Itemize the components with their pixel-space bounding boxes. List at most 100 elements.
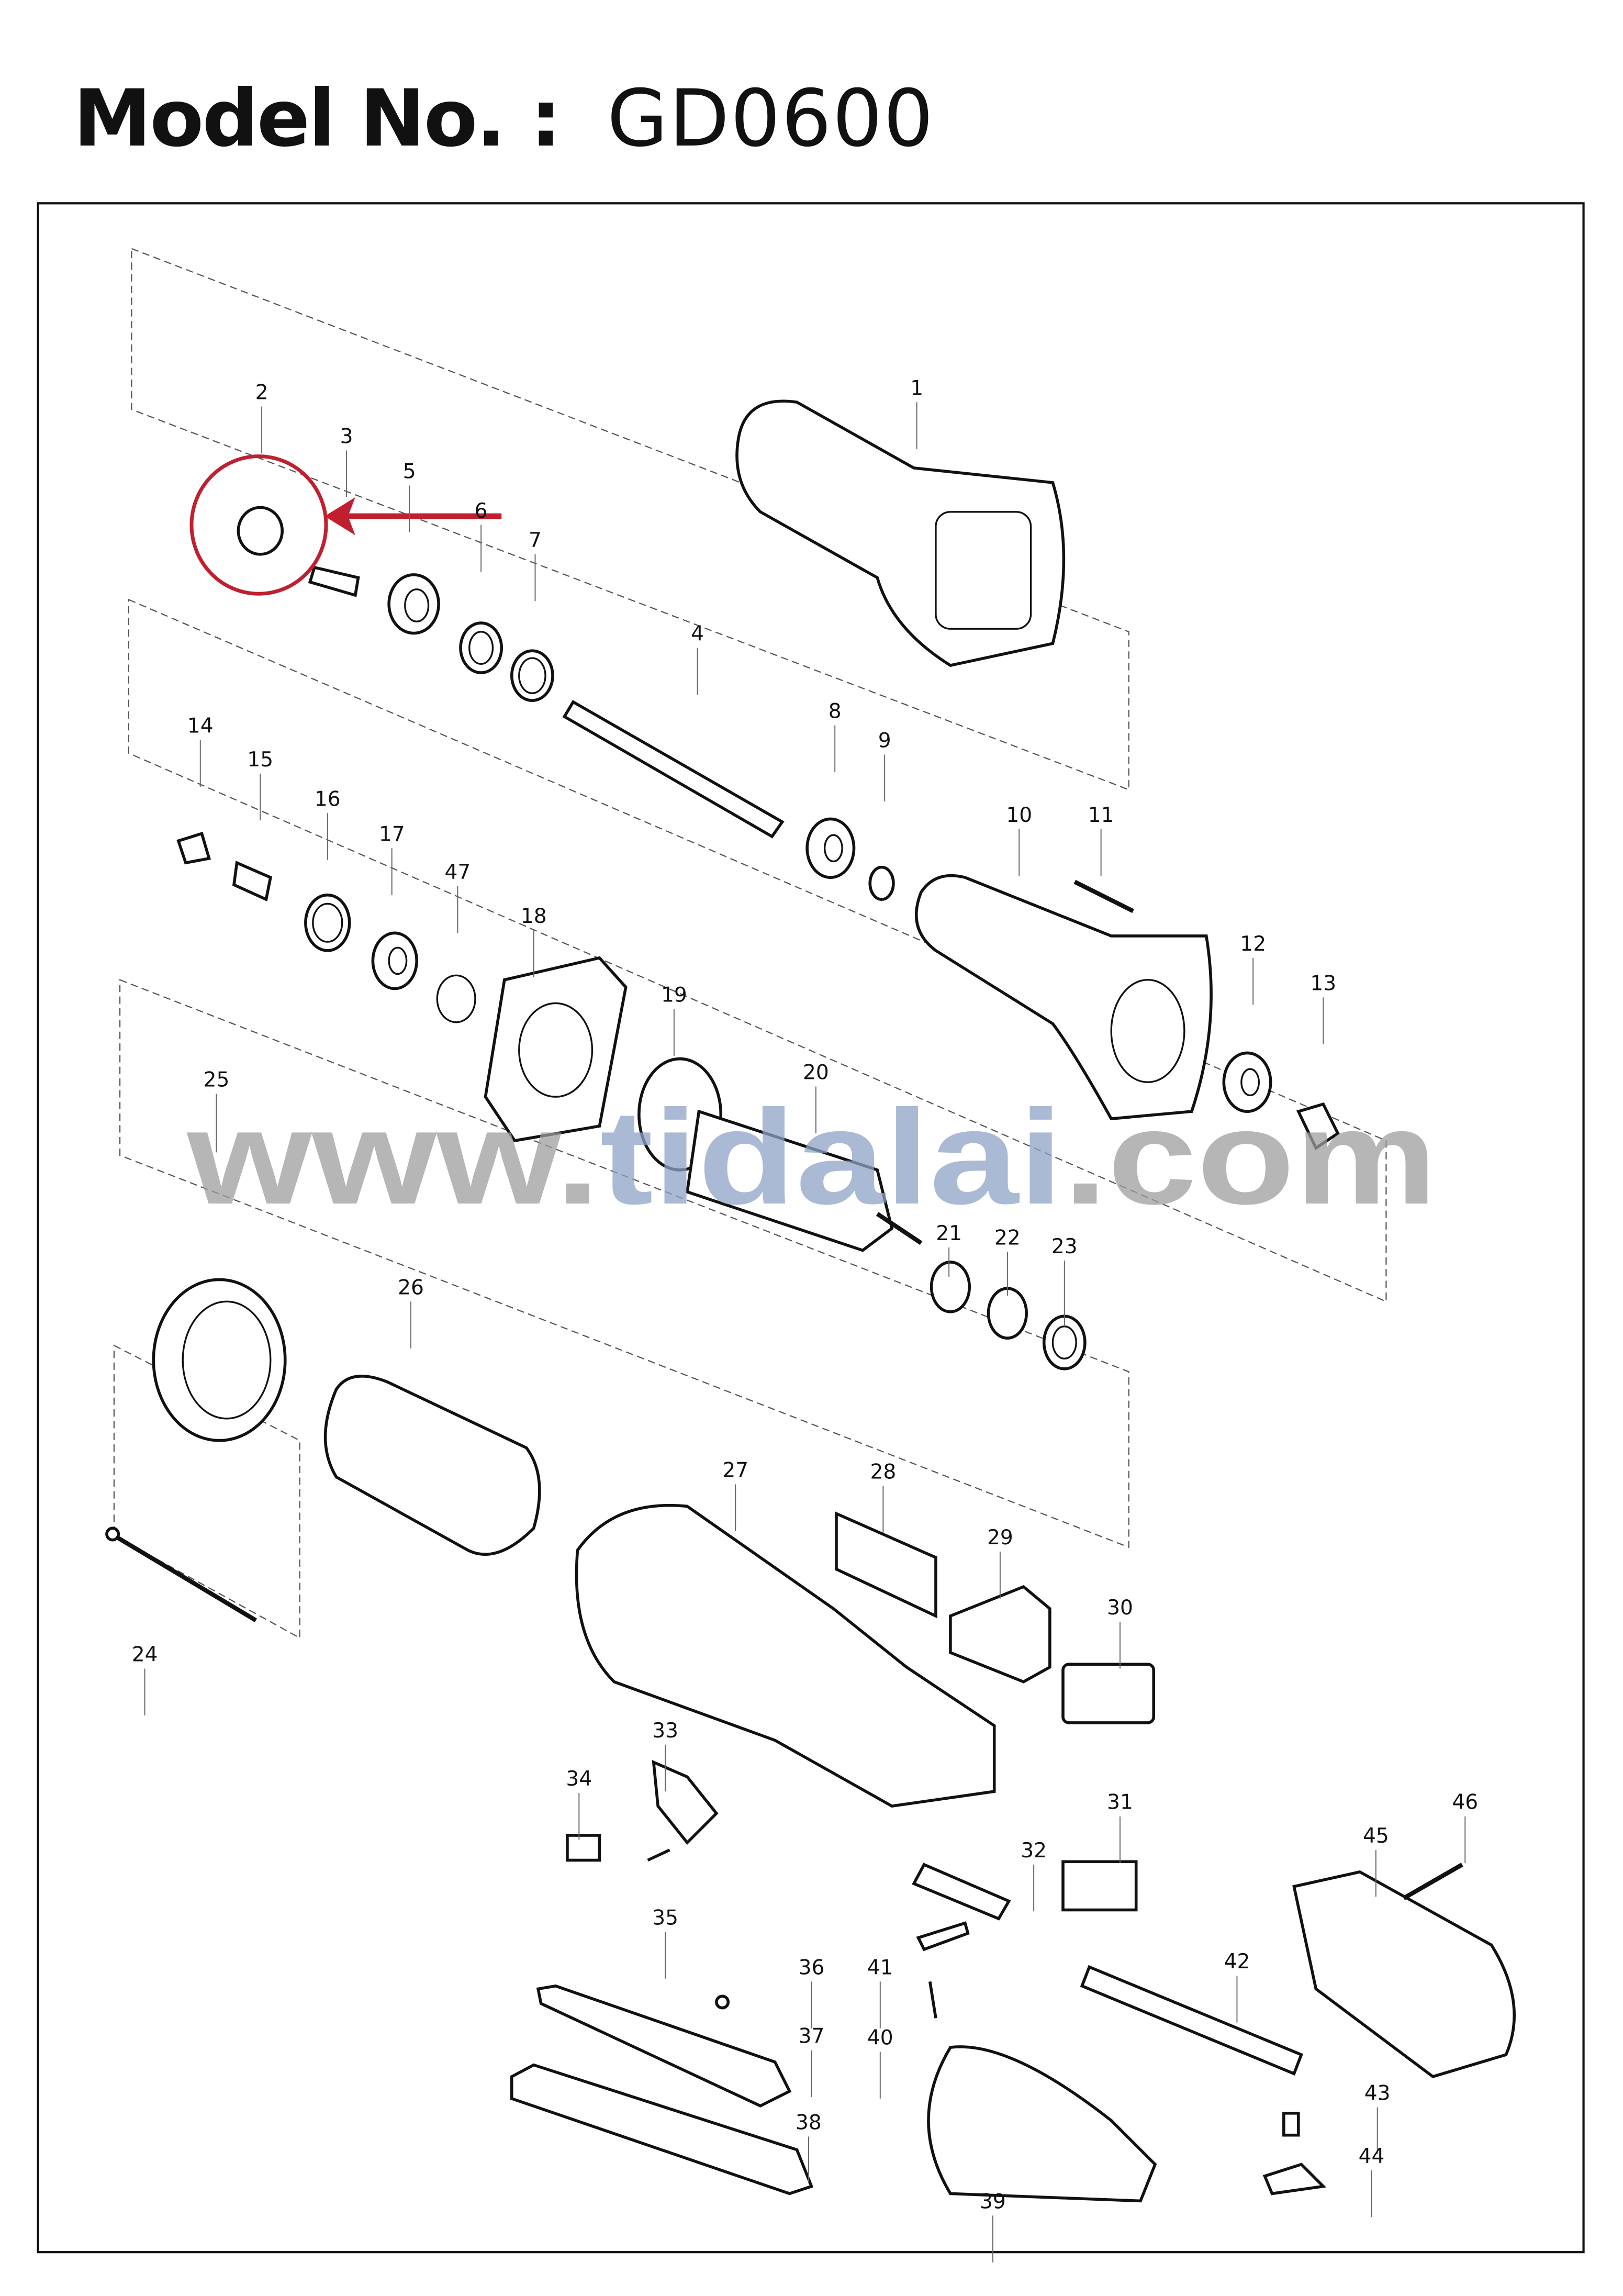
part-label-1: 1 [910, 376, 923, 400]
part-9-ring [868, 865, 895, 901]
part-label-12: 12 [1240, 932, 1266, 956]
part-label-10: 10 [1006, 804, 1032, 827]
part-5-bearing [387, 573, 440, 635]
highlight-circle [189, 454, 328, 596]
part-label-46: 46 [1452, 1791, 1478, 1814]
part-label-20: 20 [803, 1061, 829, 1085]
part-drawings [105, 399, 1516, 2203]
part-label-35: 35 [652, 1906, 678, 1930]
part-30-switch [1061, 1663, 1156, 1724]
part-8-bearing [805, 817, 856, 879]
part-38-switch-handle [510, 2063, 814, 2195]
part-3-collet [308, 565, 360, 597]
part-label-24: 24 [132, 1643, 158, 1667]
part-label-3: 3 [340, 425, 353, 448]
part-label-7: 7 [529, 529, 542, 552]
part-13-fan-part [1296, 1102, 1340, 1151]
part-43-spring [1282, 2112, 1300, 2137]
part-17-bearing [371, 931, 418, 990]
highlight-arrow-head [324, 497, 355, 536]
part-1-housing-cover [735, 399, 1066, 667]
part-label-17: 17 [379, 822, 405, 846]
part-label-18: 18 [521, 905, 547, 928]
part-label-40: 40 [867, 2026, 893, 2049]
part-15-pinion [232, 861, 273, 902]
part-label-2: 2 [255, 381, 268, 405]
part-label-33: 33 [652, 1719, 678, 1743]
part-4-spindle [562, 700, 785, 839]
part-label-47: 47 [445, 861, 471, 884]
part-36-screw [715, 1994, 730, 2010]
part-37-switch-lever [536, 1984, 792, 2108]
part-label-41: 41 [867, 1956, 893, 1979]
part-label-4: 4 [691, 622, 704, 646]
part-label-11: 11 [1088, 804, 1114, 827]
part-label-39: 39 [980, 2190, 1006, 2213]
watermark-prefix: www. [185, 1082, 600, 1232]
part-26-field [323, 1375, 541, 1556]
diagram-frame [37, 202, 1585, 2254]
part-label-6: 6 [475, 499, 488, 523]
part-label-32: 32 [1021, 1839, 1047, 1863]
part-45-rear-cover-2 [1292, 1870, 1516, 2079]
part-32-noise-suppressor [912, 1863, 1011, 1921]
part-label-44: 44 [1359, 2145, 1385, 2168]
part-24-screw [105, 1526, 258, 1622]
part-27-motor-housing [575, 1503, 996, 1808]
part-label-45: 45 [1363, 1824, 1389, 1848]
part-label-14: 14 [187, 715, 214, 738]
watermark: www.tidalai.com [185, 1082, 1437, 1232]
part-label-31: 31 [1107, 1791, 1133, 1814]
part-7-washer [510, 649, 554, 702]
part-35-screw [647, 1848, 670, 1862]
part-label-28: 28 [870, 1460, 897, 1484]
part-label-43: 43 [1364, 2082, 1391, 2105]
watermark-suffix: .com [1063, 1082, 1437, 1232]
part-39-rear-cover [927, 2045, 1157, 2203]
part-label-21: 21 [936, 1222, 962, 1245]
part-21-washer [930, 1261, 971, 1313]
part-10-gear-housing [914, 874, 1213, 1121]
part-40-screw [928, 1981, 937, 2019]
part-31-capacitor [1061, 1860, 1138, 1912]
part-28-name-plate [835, 1511, 937, 1619]
part-label-22: 22 [994, 1226, 1021, 1250]
part-12-bearing [1222, 1051, 1272, 1113]
part-label-15: 15 [247, 748, 273, 772]
part-label-23: 23 [1051, 1235, 1078, 1258]
model-label: Model No. : [73, 73, 562, 164]
part-25-baffle-plate [152, 1278, 287, 1442]
highlight-marker [189, 454, 502, 596]
part-33-brush-holder [652, 1759, 719, 1845]
part-2-nut [237, 506, 284, 556]
part-label-42: 42 [1224, 1950, 1250, 1974]
part-29-holder [949, 1585, 1051, 1684]
part-label-26: 26 [398, 1276, 424, 1299]
part-18-bearing-box [484, 956, 628, 1143]
part-11-screw [1073, 879, 1134, 913]
part-14-key [176, 831, 211, 865]
part-41-strain-relief [916, 1921, 970, 1952]
watermark-brand: tidalai [600, 1082, 1063, 1232]
part-20-armature [685, 1109, 923, 1252]
part-label-5: 5 [403, 460, 416, 484]
part-22-bearing [987, 1287, 1028, 1340]
part-47-o-ring [436, 974, 476, 1023]
part-label-34: 34 [566, 1767, 592, 1791]
part-16-washer [304, 893, 351, 952]
part-label-9: 9 [878, 729, 891, 753]
part-label-27: 27 [722, 1459, 748, 1483]
model-number: GD0600 [607, 73, 935, 164]
part-label-8: 8 [829, 700, 842, 723]
part-46-screw [1402, 1863, 1463, 1900]
part-label-25: 25 [204, 1068, 230, 1092]
part-label-38: 38 [796, 2111, 822, 2135]
part-label-13: 13 [1310, 972, 1336, 995]
part-label-16: 16 [315, 787, 341, 811]
part-44-lock-lever [1262, 2163, 1327, 2195]
part-label-36: 36 [799, 1956, 825, 1979]
part-label-30: 30 [1107, 1596, 1133, 1620]
part-42-cord-guard [1080, 1965, 1303, 2076]
